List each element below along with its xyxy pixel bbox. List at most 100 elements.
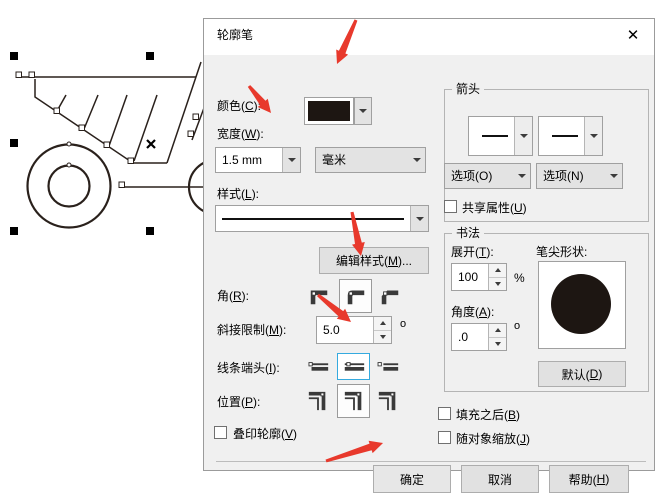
width-dropdown-button[interactable] [282, 148, 300, 172]
triangle-up-icon [494, 268, 501, 273]
arrow-options-right-label: 选项(N) [543, 169, 584, 183]
cancel-button[interactable]: 取消 [461, 465, 539, 493]
cap-round-icon [344, 361, 364, 371]
color-label: 颜色(C): [217, 99, 262, 113]
chevron-down-icon [609, 174, 618, 178]
truck-outline-path [108, 94, 128, 147]
outline-pen-dialog: 轮廓笔 ✕ 颜色(C): 宽度(W): 1.5 mm 毫米 样式(L): [203, 18, 655, 493]
help-button[interactable]: 帮助(H) [549, 465, 629, 493]
selection-handle[interactable] [10, 52, 18, 60]
miter-limit-value: 5.0 [323, 323, 340, 337]
color-swatch [308, 101, 350, 121]
edit-node-handle[interactable] [192, 113, 199, 120]
triangle-up-icon [494, 328, 501, 333]
arrow-options-right-combo[interactable]: 选项(N) [536, 163, 623, 189]
spin-up-button[interactable] [374, 317, 391, 331]
cap-round-button[interactable] [337, 353, 370, 380]
corner-bevel-button[interactable] [377, 282, 402, 310]
behind-fill-checkbox[interactable] [438, 407, 451, 420]
curve-node-dot[interactable] [66, 162, 72, 168]
stretch-spin-buttons[interactable] [488, 264, 506, 290]
edit-node-handle[interactable] [78, 124, 85, 131]
chevron-down-icon [415, 216, 424, 221]
cap-square-button[interactable] [375, 358, 401, 376]
scale-with-object-label[interactable]: 随对象缩放(J) [456, 432, 530, 446]
angle-spinner[interactable]: .0 [451, 323, 507, 351]
behind-fill-label[interactable]: 填充之后(B) [456, 408, 521, 422]
share-attributes-label[interactable]: 共享属性(U) [462, 201, 527, 215]
position-label: 位置(P): [217, 395, 261, 409]
solid-line-preview [222, 217, 404, 220]
stretch-spinner[interactable]: 100 [451, 263, 507, 291]
stretch-percent: % [514, 271, 525, 285]
calligraphy-group [444, 233, 649, 392]
arrow-end-dropdown[interactable] [584, 117, 602, 155]
cap-square-icon [377, 362, 399, 371]
edit-node-handle[interactable] [53, 107, 60, 114]
width-combo[interactable]: 1.5 mm [215, 147, 301, 173]
scale-with-object-checkbox[interactable] [438, 431, 451, 444]
chevron-down-icon [359, 109, 367, 113]
position-centered-icon [344, 391, 361, 411]
position-inside-button[interactable] [375, 387, 401, 415]
arrow-end-combo[interactable] [538, 116, 603, 156]
corner-round-button[interactable] [339, 279, 372, 313]
overprint-checkbox-label[interactable]: 叠印轮廓(V) [233, 427, 298, 441]
chevron-down-button[interactable] [513, 164, 530, 188]
width-unit-combo[interactable]: 毫米 [315, 147, 426, 173]
edit-node-handle[interactable] [127, 157, 134, 164]
style-combo[interactable] [215, 205, 429, 232]
curve-node-dot[interactable] [66, 141, 72, 147]
miter-limit-degree: o [400, 318, 407, 330]
spin-up-button[interactable] [489, 264, 506, 278]
cap-butt-button[interactable] [304, 358, 331, 376]
corner-miter-button[interactable] [306, 282, 332, 310]
angle-spin-buttons[interactable] [488, 324, 506, 350]
arrow-start-dropdown[interactable] [514, 117, 532, 155]
miter-limit-spinner[interactable]: 5.0 [316, 316, 392, 344]
edit-node-handle[interactable] [28, 71, 35, 78]
plain-line-icon [551, 135, 578, 137]
edit-style-button[interactable]: 编辑样式(M)... [319, 247, 429, 274]
chevron-down-icon [589, 134, 598, 138]
width-value: 1.5 mm [222, 153, 263, 167]
edit-node-handle[interactable] [187, 130, 194, 137]
position-centered-button[interactable] [337, 384, 370, 418]
spin-down-button[interactable] [489, 337, 506, 350]
triangle-down-icon [494, 281, 501, 286]
miter-limit-label: 斜接限制(M): [217, 323, 287, 337]
cap-butt-icon [307, 362, 328, 371]
chevron-down-icon [517, 174, 526, 178]
chevron-down-button[interactable] [605, 164, 622, 188]
selection-handle[interactable] [146, 227, 154, 235]
selection-center-mark[interactable] [146, 139, 156, 149]
arrow-options-left-combo[interactable]: 选项(O) [444, 163, 531, 189]
selection-handle[interactable] [10, 139, 18, 147]
position-outside-button[interactable] [304, 387, 331, 415]
edit-node-handle[interactable] [15, 71, 22, 78]
edit-node-handle[interactable] [103, 141, 110, 148]
close-icon[interactable]: ✕ [626, 27, 640, 44]
overprint-checkbox[interactable] [214, 426, 227, 439]
width-label: 宽度(W): [217, 127, 264, 141]
share-attributes-checkbox[interactable] [444, 200, 457, 213]
selection-handle[interactable] [10, 227, 18, 235]
ok-button[interactable]: 确定 [373, 465, 451, 493]
chevron-down-icon [412, 158, 421, 162]
spin-up-button[interactable] [489, 324, 506, 338]
miter-limit-spin-buttons[interactable] [373, 317, 391, 343]
color-picker[interactable] [304, 97, 372, 125]
color-dropdown-button[interactable] [354, 97, 372, 125]
nib-shape-preview[interactable] [538, 261, 626, 349]
unit-dropdown-button[interactable] [408, 148, 425, 172]
spin-down-button[interactable] [489, 277, 506, 290]
spin-down-button[interactable] [374, 330, 391, 343]
default-button[interactable]: 默认(D) [538, 361, 626, 387]
arrow-start-combo[interactable] [468, 116, 533, 156]
style-dropdown-button[interactable] [410, 206, 428, 231]
selection-handle[interactable] [146, 52, 154, 60]
arrows-group-title: 箭头 [452, 82, 485, 96]
edit-node-handle[interactable] [118, 181, 125, 188]
triangle-up-icon [379, 321, 386, 326]
